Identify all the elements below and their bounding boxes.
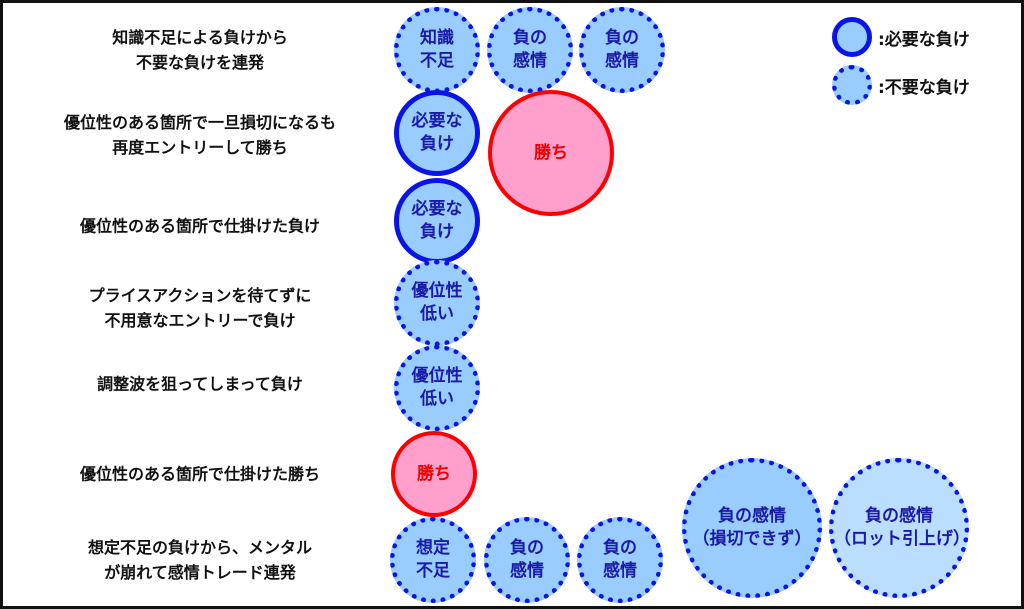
row-label: 優位性のある箇所で仕掛けた勝ち xyxy=(79,464,320,484)
circle-text: 優位性 低い xyxy=(411,366,463,409)
legend-label: :必要な負け xyxy=(878,29,970,50)
circle-text: 負の 感情 xyxy=(510,538,544,581)
win-circle: 勝ち xyxy=(488,90,614,216)
unnecessary-loss-circle: 負の感情 （損切できず） xyxy=(682,458,822,598)
dotted-circle-icon xyxy=(832,65,872,105)
circle-text: 勝ち xyxy=(534,142,568,163)
legend-label: :不要な負け xyxy=(878,77,970,98)
circle-text: 優位性 低い xyxy=(411,281,463,324)
row-label: 優位性のある箇所で仕掛けた負け xyxy=(79,216,320,236)
unnecessary-loss-circle: 負の 感情 xyxy=(487,7,573,93)
row-label: 知識不足による負けから 不要な負けを連発 xyxy=(112,28,288,72)
row-label: プライスアクションを待てずに 不用意なエントリーで負け xyxy=(88,286,312,330)
legend-item-unnecessary-loss: :不要な負け xyxy=(832,65,970,105)
circle-text: 負の 感情 xyxy=(603,538,637,581)
circle-text: 必要な 負け xyxy=(411,111,463,154)
row-label: 調整波を狙ってしまって負け xyxy=(97,374,303,394)
circle-text: 想定 不足 xyxy=(416,538,450,581)
unnecessary-loss-circle: 知識 不足 xyxy=(394,7,480,93)
unnecessary-loss-circle: 優位性 低い xyxy=(394,260,480,346)
solid-circle-icon xyxy=(832,17,872,57)
win-circle: 勝ち xyxy=(391,431,477,517)
required-loss-circle: 必要な 負け xyxy=(394,178,480,264)
circle-text: 勝ち xyxy=(417,463,451,484)
circle-text: 負の感情 （損切できず） xyxy=(692,506,812,549)
circle-text: 必要な 負け xyxy=(411,199,463,242)
row-label: 想定不足の負けから、メンタル が崩れて感情トレード連発 xyxy=(87,538,312,582)
circle-text: 知識 不足 xyxy=(420,28,454,71)
circle-text: 負の感情 （ロット引上げ） xyxy=(834,506,970,549)
required-loss-circle: 必要な 負け xyxy=(394,90,480,176)
row-label: 優位性のある箇所で一旦損切になるも 再度エントリーして勝ち xyxy=(63,113,336,157)
legend-item-required-loss: :必要な負け xyxy=(832,17,970,57)
unnecessary-loss-circle: 負の 感情 xyxy=(577,517,663,603)
unnecessary-loss-circle: 負の 感情 xyxy=(484,517,570,603)
circle-text: 負の 感情 xyxy=(605,28,639,71)
circle-text: 負の 感情 xyxy=(513,28,547,71)
unnecessary-loss-circle: 負の感情 （ロット引上げ） xyxy=(829,458,970,598)
unnecessary-loss-circle: 負の 感情 xyxy=(579,7,665,93)
unnecessary-loss-circle: 優位性 低い xyxy=(394,345,480,431)
unnecessary-loss-circle: 想定 不足 xyxy=(390,517,476,603)
